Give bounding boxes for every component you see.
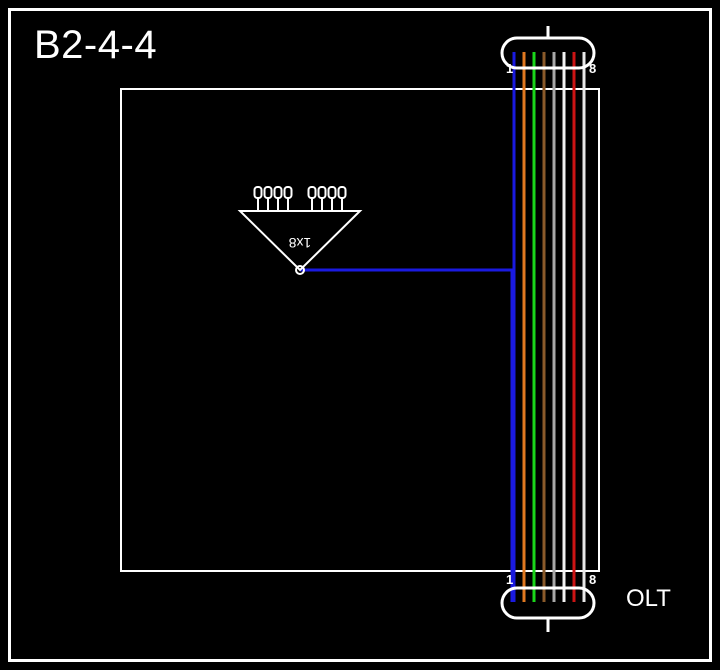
splitter-output-connector-6[interactable] (317, 186, 327, 199)
splitter-output-connector-8[interactable] (337, 186, 347, 199)
splitter-output-connector-1[interactable] (253, 186, 263, 199)
splitter-triangle[interactable] (237, 210, 363, 272)
splitter-output-connector-3[interactable] (273, 186, 283, 199)
page-title: B2-4-4 (34, 23, 158, 67)
outer-frame-border (8, 8, 712, 662)
top-adapter-panel[interactable] (500, 36, 596, 70)
olt-label: OLT (626, 585, 671, 612)
splitter-ratio-label: 1x8 (289, 235, 312, 251)
feeder-fiber-route (300, 268, 514, 602)
bottom-port-last-label: 8 (589, 572, 597, 587)
splitter-input-node (295, 265, 305, 275)
bottom-adapter-panel[interactable] (500, 586, 596, 620)
top-port-first-label: 1 (506, 61, 514, 76)
top-port-last-label: 8 (589, 61, 597, 76)
bottom-port-first-label: 1 (506, 572, 514, 587)
splitter-output-connector-7[interactable] (327, 186, 337, 199)
splitter-output-connector-2[interactable] (263, 186, 273, 199)
splitter-output-connector-5[interactable] (307, 186, 317, 199)
enclosure-rectangle (120, 88, 600, 572)
splitter-output-connector-4[interactable] (283, 186, 293, 199)
